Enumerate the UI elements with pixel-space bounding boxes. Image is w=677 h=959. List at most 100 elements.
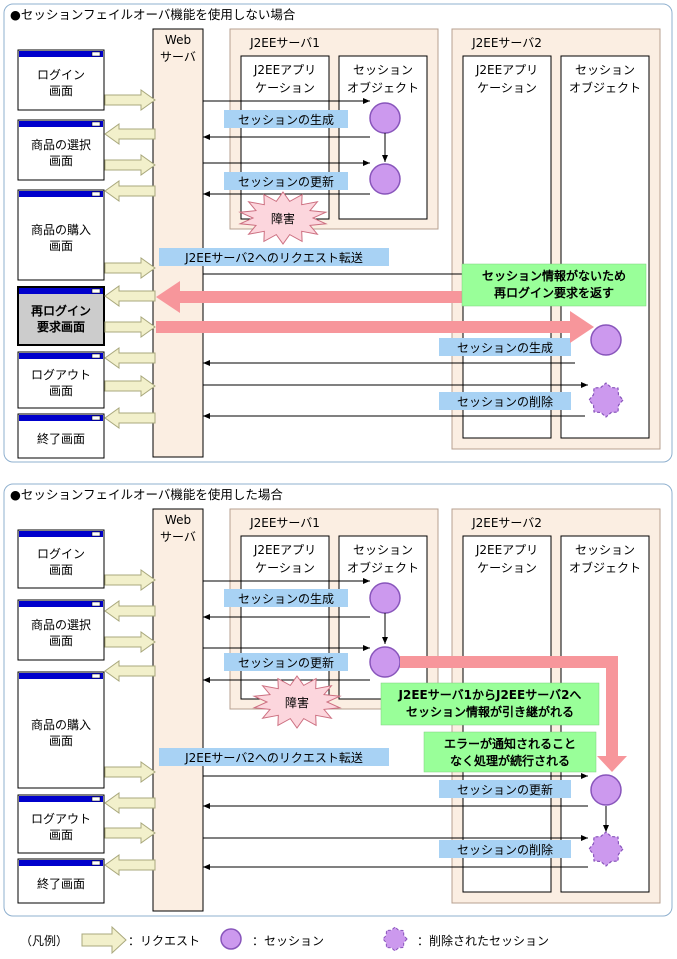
session-object-label: セッション bbox=[575, 543, 635, 557]
response-arrow bbox=[104, 123, 156, 145]
step-label-bg bbox=[159, 248, 389, 266]
re-login-request-arrow bbox=[156, 311, 594, 343]
callout-text: 再ログイン要求を返す bbox=[494, 285, 614, 300]
deleted-session-icon bbox=[588, 831, 624, 867]
failure-burst: 障害 bbox=[238, 191, 328, 245]
screen-frame bbox=[17, 49, 105, 111]
session-failover-arrow bbox=[400, 656, 627, 772]
response-arrow bbox=[104, 854, 156, 876]
screen-label: 画面 bbox=[49, 384, 73, 398]
request-arrow bbox=[104, 569, 156, 591]
screen-frame bbox=[17, 119, 105, 181]
step-label-bg bbox=[439, 338, 571, 356]
step-label: セッションの更新 bbox=[439, 780, 571, 798]
j2ee-server-1-label: J2EEサーバ1 bbox=[249, 36, 320, 50]
window-button-icon bbox=[91, 51, 101, 57]
screen-label: ログイン bbox=[37, 547, 85, 561]
response-arrow bbox=[104, 285, 156, 307]
app-label: ケーション bbox=[477, 81, 537, 95]
window-button-icon bbox=[91, 121, 101, 127]
screen-titlebar bbox=[19, 531, 103, 537]
legend-deleted-label: ：削除されたセッション bbox=[417, 933, 549, 948]
web-server-label: Web bbox=[165, 513, 191, 527]
step-label-text: J2EEサーバ2へのリクエスト転送 bbox=[184, 250, 363, 265]
step-label: セッションの生成 bbox=[224, 589, 348, 607]
session-icon bbox=[590, 774, 622, 806]
step-label-text: セッションの更新 bbox=[238, 655, 334, 670]
screen-window: 終了画面 bbox=[17, 413, 105, 459]
callout-bg bbox=[423, 731, 597, 773]
step-label-bg bbox=[439, 780, 571, 798]
app-label: J2EEアプリ bbox=[475, 63, 538, 77]
step-label: セッションの生成 bbox=[224, 110, 348, 128]
j2ee-server-1-label: J2EEサーバ1 bbox=[249, 516, 320, 530]
screen-frame bbox=[17, 189, 105, 281]
web-server-label: Web bbox=[165, 33, 191, 47]
response-arrow bbox=[104, 792, 156, 814]
response-arrow bbox=[104, 600, 156, 622]
screen-label: 画面 bbox=[49, 734, 73, 748]
step-label-text: セッションの生成 bbox=[457, 341, 553, 355]
screen-frame bbox=[17, 286, 105, 346]
j2ee-server-2-label: J2EEサーバ2 bbox=[471, 36, 542, 50]
app-label: J2EEアプリ bbox=[253, 543, 316, 557]
window-button-icon bbox=[91, 860, 101, 866]
screen-frame bbox=[17, 794, 105, 854]
screen-frame bbox=[17, 529, 105, 589]
step-label: セッションの更新 bbox=[224, 172, 348, 190]
screen-label: ログイン bbox=[37, 68, 85, 82]
screen-label: 画面 bbox=[49, 154, 73, 168]
legend-request-icon bbox=[81, 925, 127, 955]
screen-label: 商品の選択 bbox=[31, 617, 91, 632]
session-icon bbox=[369, 646, 401, 678]
request-arrow bbox=[104, 89, 156, 111]
screen-window: 終了画面 bbox=[17, 858, 105, 904]
step-label-bg bbox=[439, 840, 571, 858]
screen-label: 要求画面 bbox=[37, 319, 85, 334]
screen-titlebar bbox=[19, 353, 103, 359]
legend-session-label: ：セッション bbox=[252, 934, 324, 948]
panel-title: ●セッションフェイルオーバ機能を使用した場合 bbox=[10, 487, 283, 502]
request-arrow bbox=[104, 316, 156, 338]
screen-frame bbox=[17, 858, 105, 904]
legend-label: （凡例） bbox=[20, 934, 68, 948]
screen-label: 終了画面 bbox=[37, 876, 85, 891]
screen-label: 画面 bbox=[49, 239, 73, 253]
screen-titlebar bbox=[19, 601, 103, 607]
re-login-arrow bbox=[156, 281, 462, 313]
legend-request-label: ：リクエスト bbox=[128, 934, 200, 948]
step-label-bg bbox=[439, 392, 571, 410]
step-label-text: J2EEサーバ2へのリクエスト転送 bbox=[184, 750, 363, 765]
session-object-label: セッション bbox=[353, 63, 413, 77]
screen-label: 画面 bbox=[49, 634, 73, 648]
step-label-bg bbox=[224, 589, 348, 607]
session-object-label: オブジェクト bbox=[347, 80, 419, 95]
screen-titlebar bbox=[19, 796, 103, 802]
callout-bg bbox=[380, 682, 600, 726]
callout-text: J2EEサーバ1からJ2EEサーバ2へ bbox=[398, 688, 582, 702]
window-button-icon bbox=[91, 353, 101, 359]
failure-burst: 障害 bbox=[252, 675, 342, 729]
session-object-label: セッション bbox=[575, 63, 635, 77]
step-label-bg bbox=[159, 748, 389, 766]
screen-frame bbox=[17, 351, 105, 409]
screen-titlebar bbox=[19, 121, 103, 127]
request-arrow bbox=[104, 822, 156, 844]
session-icon bbox=[369, 102, 401, 134]
window-button-icon bbox=[91, 288, 101, 294]
step-label-text: セッションの削除 bbox=[457, 842, 553, 857]
session-object-label: セッション bbox=[353, 543, 413, 557]
app-label: J2EEアプリ bbox=[475, 543, 538, 557]
window-button-icon bbox=[91, 673, 101, 679]
screen-frame bbox=[17, 413, 105, 459]
session-object-box-2 bbox=[560, 55, 650, 439]
screen-label: ログアウト bbox=[31, 812, 91, 826]
window-button-icon bbox=[91, 191, 101, 197]
request-arrow bbox=[104, 375, 156, 397]
web-server-label: サーバ bbox=[160, 50, 196, 64]
step-label: J2EEサーバ2へのリクエスト転送 bbox=[159, 248, 389, 266]
screen-label: 商品の購入 bbox=[31, 717, 91, 732]
